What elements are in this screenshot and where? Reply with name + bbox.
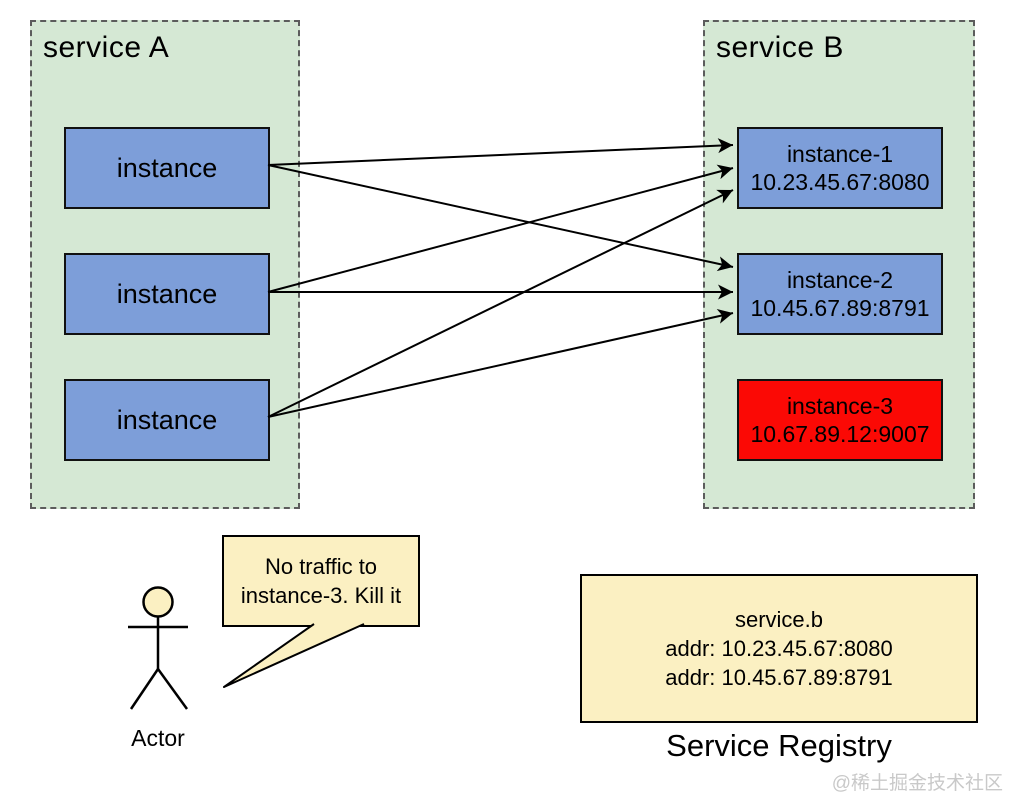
service-a-instance-3: instance xyxy=(64,379,270,461)
instance-address: 10.67.89.12:9007 xyxy=(750,421,930,447)
service-registry-caption: Service Registry xyxy=(666,728,892,763)
traffic-arrow xyxy=(267,189,734,418)
instance-name: instance-3 xyxy=(786,393,894,419)
service-b-container: service B instance-1 10.23.45.67:8080 in… xyxy=(703,20,975,509)
speech-text-line: No traffic to xyxy=(264,554,378,579)
instance-address: 10.45.67.89:8791 xyxy=(750,295,930,321)
instance-name: instance-1 xyxy=(786,141,894,167)
service-registry-box: service.b addr: 10.23.45.67:8080 addr: 1… xyxy=(580,574,978,723)
watermark: @稀土掘金技术社区 xyxy=(831,773,1003,794)
registry-service-name: service.b xyxy=(734,607,824,632)
traffic-arrows xyxy=(267,138,734,418)
service-b-title: service B xyxy=(716,31,844,64)
instance-name: instance-2 xyxy=(786,267,894,293)
instance-label: instance xyxy=(116,404,218,435)
traffic-arrow xyxy=(267,138,734,166)
service-a-title: service A xyxy=(43,31,170,64)
instance-label: instance xyxy=(116,152,218,183)
actor-label: Actor xyxy=(131,725,185,751)
service-b-instance-1: instance-1 10.23.45.67:8080 xyxy=(737,127,943,209)
speech-bubble: No traffic to instance-3. Kill it xyxy=(222,535,420,627)
traffic-arrow xyxy=(267,308,734,418)
service-b-instance-3-dead: instance-3 10.67.89.12:9007 xyxy=(737,379,943,461)
instance-address: 10.23.45.67:8080 xyxy=(750,169,930,195)
speech-bubble-tail-icon xyxy=(223,623,365,688)
service-a-instance-2: instance xyxy=(64,253,270,335)
registry-address: addr: 10.45.67.89:8791 xyxy=(665,665,893,690)
registry-address: addr: 10.23.45.67:8080 xyxy=(665,636,893,661)
service-b-instance-2: instance-2 10.45.67.89:8791 xyxy=(737,253,943,335)
speech-text-line: instance-3. Kill it xyxy=(240,583,402,608)
actor-figure-icon xyxy=(128,586,189,710)
traffic-arrow xyxy=(267,164,734,272)
service-a-instance-1: instance xyxy=(64,127,270,209)
service-a-container: service A instance instance instance xyxy=(30,20,300,509)
traffic-arrow xyxy=(267,164,734,293)
instance-label: instance xyxy=(116,278,218,309)
